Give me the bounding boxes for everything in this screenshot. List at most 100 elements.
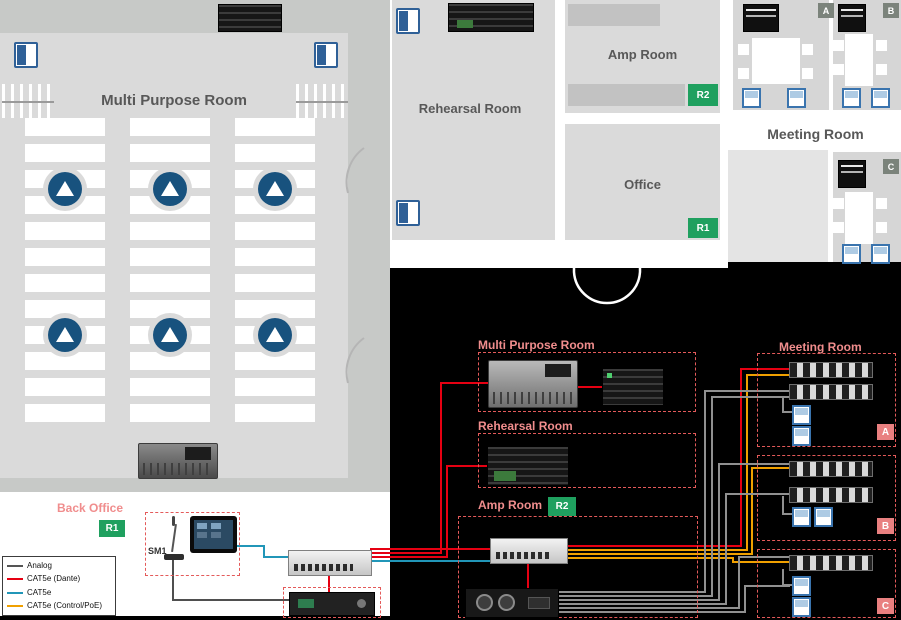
display-icon	[787, 88, 806, 108]
meeting-table	[845, 192, 873, 244]
display-icon	[871, 244, 890, 264]
meeting-table	[752, 38, 800, 84]
display-icon	[842, 88, 861, 108]
touch-panel	[190, 516, 237, 553]
chair	[876, 222, 887, 233]
table-rows	[130, 118, 210, 428]
speaker-strip	[789, 555, 873, 571]
ceiling-speaker-icon	[153, 172, 187, 206]
amp-room-label: Amp Room	[607, 47, 678, 62]
chair	[833, 222, 844, 233]
rehearsal-rack	[448, 3, 534, 32]
speaker-strip	[789, 362, 873, 378]
table-rows	[25, 118, 105, 428]
diagram-badge-b: B	[877, 518, 894, 534]
speaker-strip	[789, 487, 873, 503]
stairs-icon	[2, 84, 54, 118]
diagram-rehearsal-box	[478, 433, 696, 488]
diagram-amp-box	[458, 516, 698, 618]
stairs-icon	[296, 84, 348, 118]
meeting-table	[845, 34, 873, 86]
legend-swatch-analog	[7, 565, 23, 567]
mixing-console-floor	[138, 443, 218, 479]
diagram-mpr-box	[478, 352, 696, 412]
display-icon	[742, 88, 761, 108]
chair	[833, 198, 844, 209]
ceiling-speaker-icon	[153, 318, 187, 352]
wall-controller	[838, 160, 866, 188]
double-door-icon	[572, 268, 642, 305]
diagram-meeting-a-box	[757, 353, 896, 447]
rack-badge-r2: R2	[688, 84, 718, 106]
rack-badge-r1: R1	[688, 218, 718, 238]
stagebox-rack	[487, 446, 569, 486]
display-icon	[792, 405, 811, 425]
diagram-meeting-c-box	[757, 549, 896, 618]
power-amplifier	[465, 588, 559, 618]
chair	[876, 198, 887, 209]
display-icon	[842, 244, 861, 264]
back-office-desk-box	[145, 512, 240, 576]
back-office-label: Back Office	[57, 501, 124, 515]
ceiling-speaker-icon	[258, 318, 292, 352]
legend-swatch-control	[7, 604, 23, 607]
matrix-processor	[289, 592, 375, 616]
diagram-badge-a: A	[877, 424, 894, 440]
io-rack	[602, 368, 664, 406]
amp-room-bench	[568, 4, 660, 26]
amp-room-bench	[568, 84, 685, 106]
wall-controller	[743, 4, 779, 32]
legend-label: CAT5e (Dante)	[27, 574, 81, 584]
ceiling-speaker-icon	[48, 172, 82, 206]
matrix-processor-box	[283, 587, 381, 618]
chair	[833, 40, 844, 51]
display-icon	[792, 507, 811, 527]
ceiling-speaker-icon	[48, 318, 82, 352]
wall-controller	[838, 4, 866, 32]
io-rack-wall	[218, 4, 282, 32]
chair	[876, 64, 887, 75]
chair	[802, 68, 813, 79]
mixing-console	[488, 360, 578, 408]
display-icon	[792, 597, 811, 617]
legend-row: CAT5e	[7, 587, 111, 597]
rehearsal-room-label: Rehearsal Room	[418, 101, 522, 116]
meeting-hall-floor	[728, 150, 828, 262]
diagram-meeting-b-box	[757, 455, 896, 541]
office-label: Office	[624, 177, 661, 192]
chair	[738, 68, 749, 79]
network-switch-amp	[490, 538, 568, 564]
diagram-badge-r1: R1	[99, 520, 125, 537]
room-badge-b: B	[883, 3, 899, 18]
wall-screen-icon	[14, 42, 38, 68]
display-icon	[792, 576, 811, 596]
wall-screen-icon	[314, 42, 338, 68]
display-icon	[814, 507, 833, 527]
meeting-room-label: Meeting Room	[767, 126, 864, 142]
legend-row: CAT5e (Control/PoE)	[7, 600, 111, 610]
chair	[833, 64, 844, 75]
multi-purpose-room-label: Multi Purpose Room	[101, 92, 247, 109]
legend-label: CAT5e (Control/PoE)	[27, 600, 102, 610]
chair	[738, 44, 749, 55]
diagram-mpr-label: Multi Purpose Room	[478, 338, 595, 352]
diagram-amp-label: Amp Room	[478, 498, 542, 512]
ceiling-speaker-icon	[258, 172, 292, 206]
wall-screen-icon	[396, 200, 420, 226]
table-rows	[235, 118, 315, 428]
room-badge-a: A	[818, 3, 834, 18]
network-switch-office	[288, 550, 372, 576]
speaker-strip	[789, 461, 873, 477]
diagram-badge-r2: R2	[548, 497, 576, 516]
diagram-meeting-label: Meeting Room	[779, 340, 862, 354]
display-icon	[871, 88, 890, 108]
legend-row: CAT5e (Dante)	[7, 575, 111, 583]
gooseneck-mic	[160, 514, 186, 560]
room-badge-c: C	[883, 159, 899, 174]
diagram-rehearsal-label: Rehearsal Room	[478, 419, 573, 433]
wall-screen-icon	[396, 8, 420, 34]
mic-label: SM1	[148, 546, 167, 556]
diagram-badge-c: C	[877, 598, 894, 614]
legend-label: CAT5e	[27, 587, 52, 597]
